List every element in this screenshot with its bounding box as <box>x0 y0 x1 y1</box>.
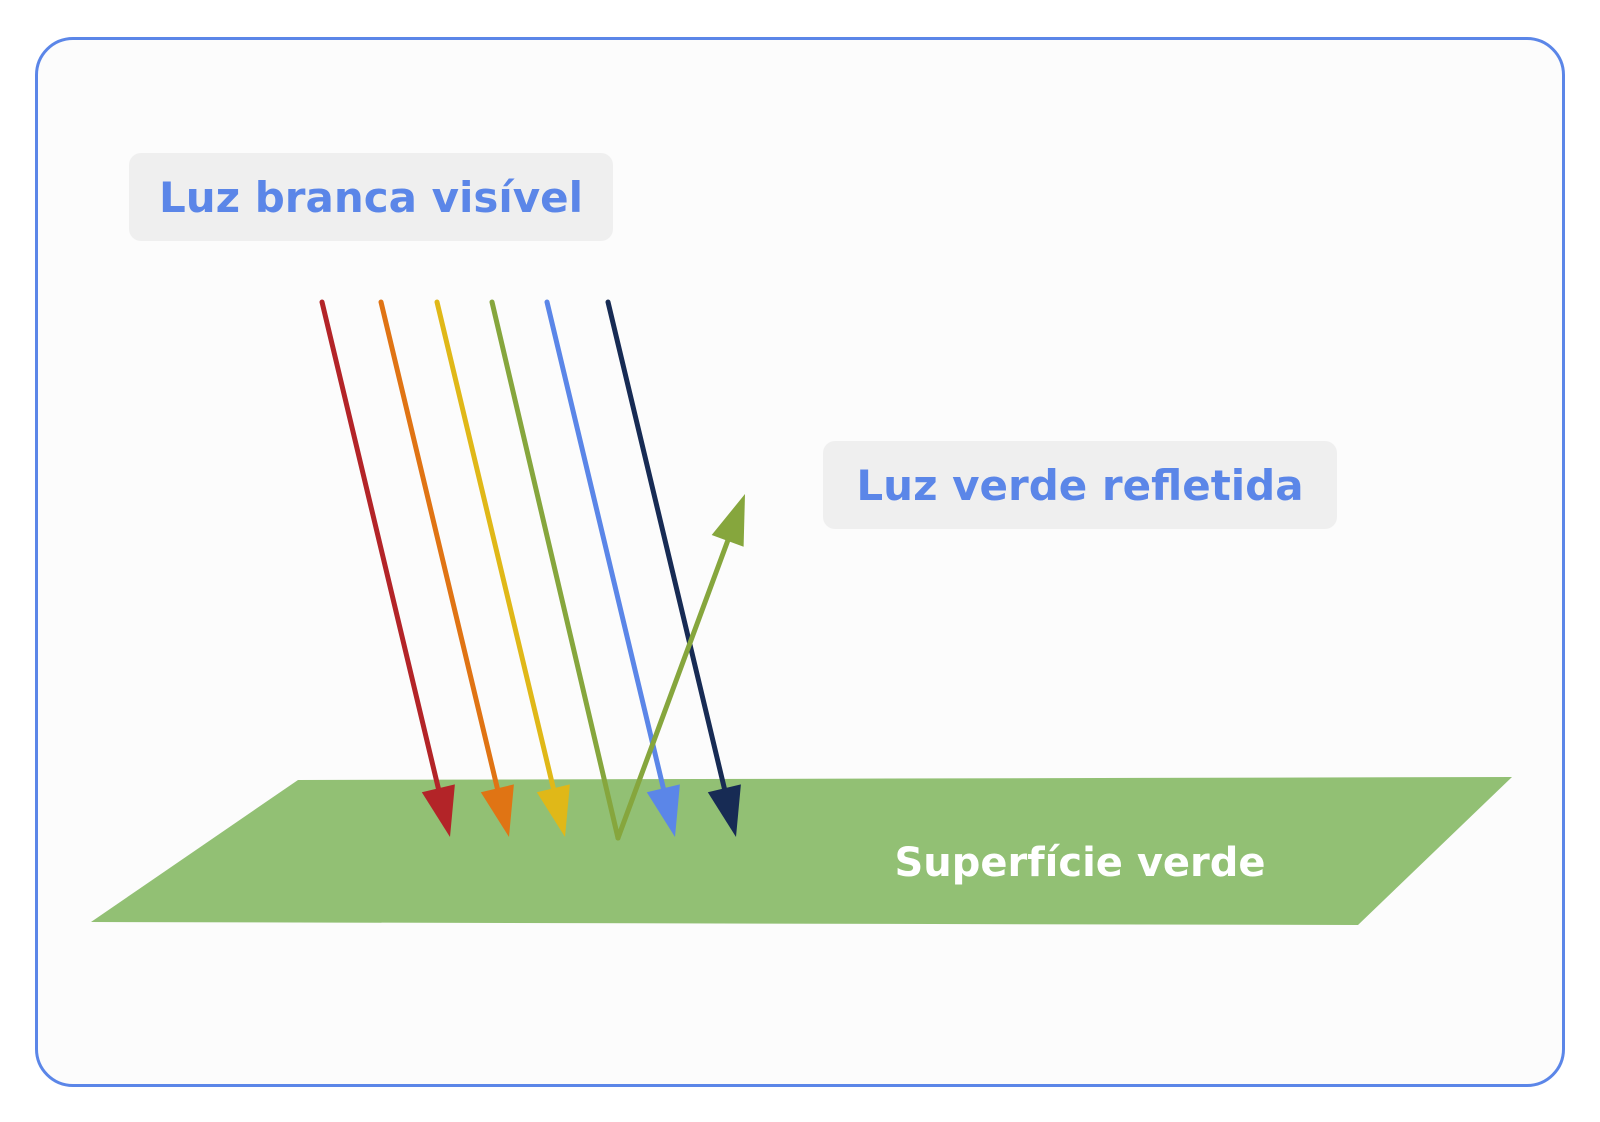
rays-layer <box>319 299 745 841</box>
incident-light-label: Luz branca visível <box>129 153 613 241</box>
incident-ray-dark-blue <box>605 299 729 797</box>
incident-ray-red-arrowhead <box>421 784 455 837</box>
incident-ray-orange <box>378 299 502 797</box>
surface-label: Superfície verde <box>894 840 1266 886</box>
reflected-light-label: Luz verde refletida <box>823 441 1337 529</box>
green-surface <box>91 777 1512 925</box>
incident-ray-blue-arrowhead <box>646 784 680 837</box>
reflected-ray-green <box>615 521 737 841</box>
incident-ray-blue <box>544 299 668 797</box>
incident-ray-orange-arrowhead <box>480 784 514 837</box>
incident-ray-yellow-arrowhead <box>536 784 570 837</box>
incident-ray-yellow <box>434 299 558 797</box>
incident-ray-green <box>489 299 621 841</box>
reflected-light-label-text: Luz verde refletida <box>856 460 1304 510</box>
reflected-ray-green-arrowhead <box>711 494 745 547</box>
incident-ray-dark-blue-arrowhead <box>707 784 741 837</box>
incident-light-label-text: Luz branca visível <box>158 172 584 222</box>
incident-ray-red <box>319 299 443 797</box>
